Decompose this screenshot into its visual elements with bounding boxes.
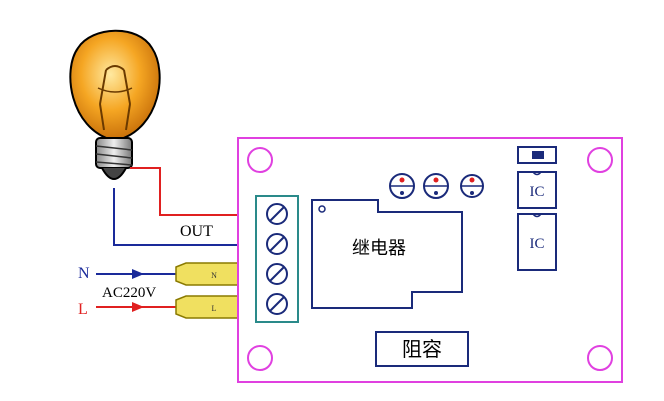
mounting-hole-icon <box>247 345 273 371</box>
live-label: L <box>78 301 88 318</box>
ic-chip-bottom: IC <box>517 213 557 271</box>
jumper-switch <box>517 146 557 164</box>
mounting-hole-icon <box>247 147 273 173</box>
relay-component: 继电器 <box>311 199 463 309</box>
relay-label: 继电器 <box>352 238 406 259</box>
resistor-capacitor-label: 阻容 <box>402 337 442 361</box>
ac-voltage-label: AC220V <box>102 285 156 301</box>
mounting-hole-icon <box>587 345 613 371</box>
terminal-block <box>255 195 299 323</box>
neutral-arrow-icon <box>132 269 144 279</box>
ic-top-label: IC <box>530 184 545 200</box>
bulb-neutral-wire <box>113 188 262 246</box>
live-arrow-icon <box>132 302 144 312</box>
terminal-screw-icon <box>266 203 288 225</box>
resistor-capacitor-block: 阻容 <box>375 331 469 367</box>
ic-bottom-label: IC <box>530 236 545 252</box>
terminal-screw-icon <box>266 293 288 315</box>
wire-tab-live-label: L <box>212 304 217 313</box>
led-icon <box>460 174 484 198</box>
led-icon <box>389 173 415 199</box>
terminal-screw-icon <box>266 233 288 255</box>
neutral-label: N <box>78 265 90 282</box>
wire-tab-neutral-label: N <box>211 271 217 280</box>
mounting-hole-icon <box>587 147 613 173</box>
terminal-screw-icon <box>266 263 288 285</box>
light-bulb-icon <box>69 29 161 180</box>
ic-chip-top: IC <box>517 171 557 209</box>
led-icon <box>423 173 449 199</box>
out-label: OUT <box>180 223 213 240</box>
bulb-live-wire <box>130 167 262 216</box>
